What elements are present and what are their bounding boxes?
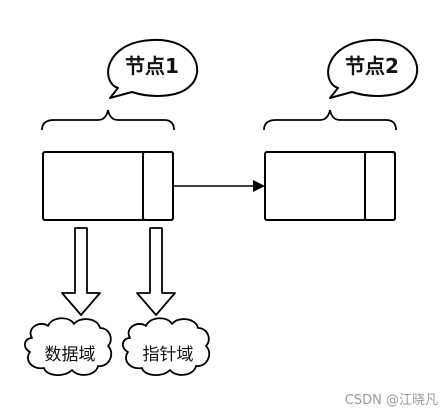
pointer-field-down-arrow — [136, 227, 176, 316]
node-2-brace — [263, 109, 397, 131]
node-2-bubble: 节点2 — [327, 38, 419, 99]
node-1-bubble: 节点1 — [107, 38, 199, 99]
pointer-field-cloud-shape — [122, 317, 211, 376]
pointer-field-label: 指针域 — [143, 345, 194, 365]
node-1-pointer-cell — [142, 151, 174, 221]
node-1-label: 节点1 — [125, 54, 179, 78]
node-1-bubble-shape — [107, 38, 199, 99]
node-1-brace — [41, 109, 175, 131]
node-2-box — [264, 151, 396, 221]
data-field-down-arrow — [61, 227, 101, 316]
watermark-text: CSDN @江晓凡 — [345, 393, 438, 408]
data-field-label: 数据域 — [45, 345, 96, 365]
data-field-cloud-shape — [24, 317, 113, 376]
node-2-bubble-shape — [327, 38, 419, 99]
node-2-pointer-cell — [364, 151, 396, 221]
node-2-label: 节点2 — [345, 54, 399, 78]
node-1-box — [42, 151, 174, 221]
pointer-arrow — [173, 180, 265, 192]
pointer-field-cloud: 指针域 — [122, 317, 211, 376]
pointer-arrow-head — [253, 180, 265, 192]
data-field-cloud: 数据域 — [24, 317, 113, 376]
